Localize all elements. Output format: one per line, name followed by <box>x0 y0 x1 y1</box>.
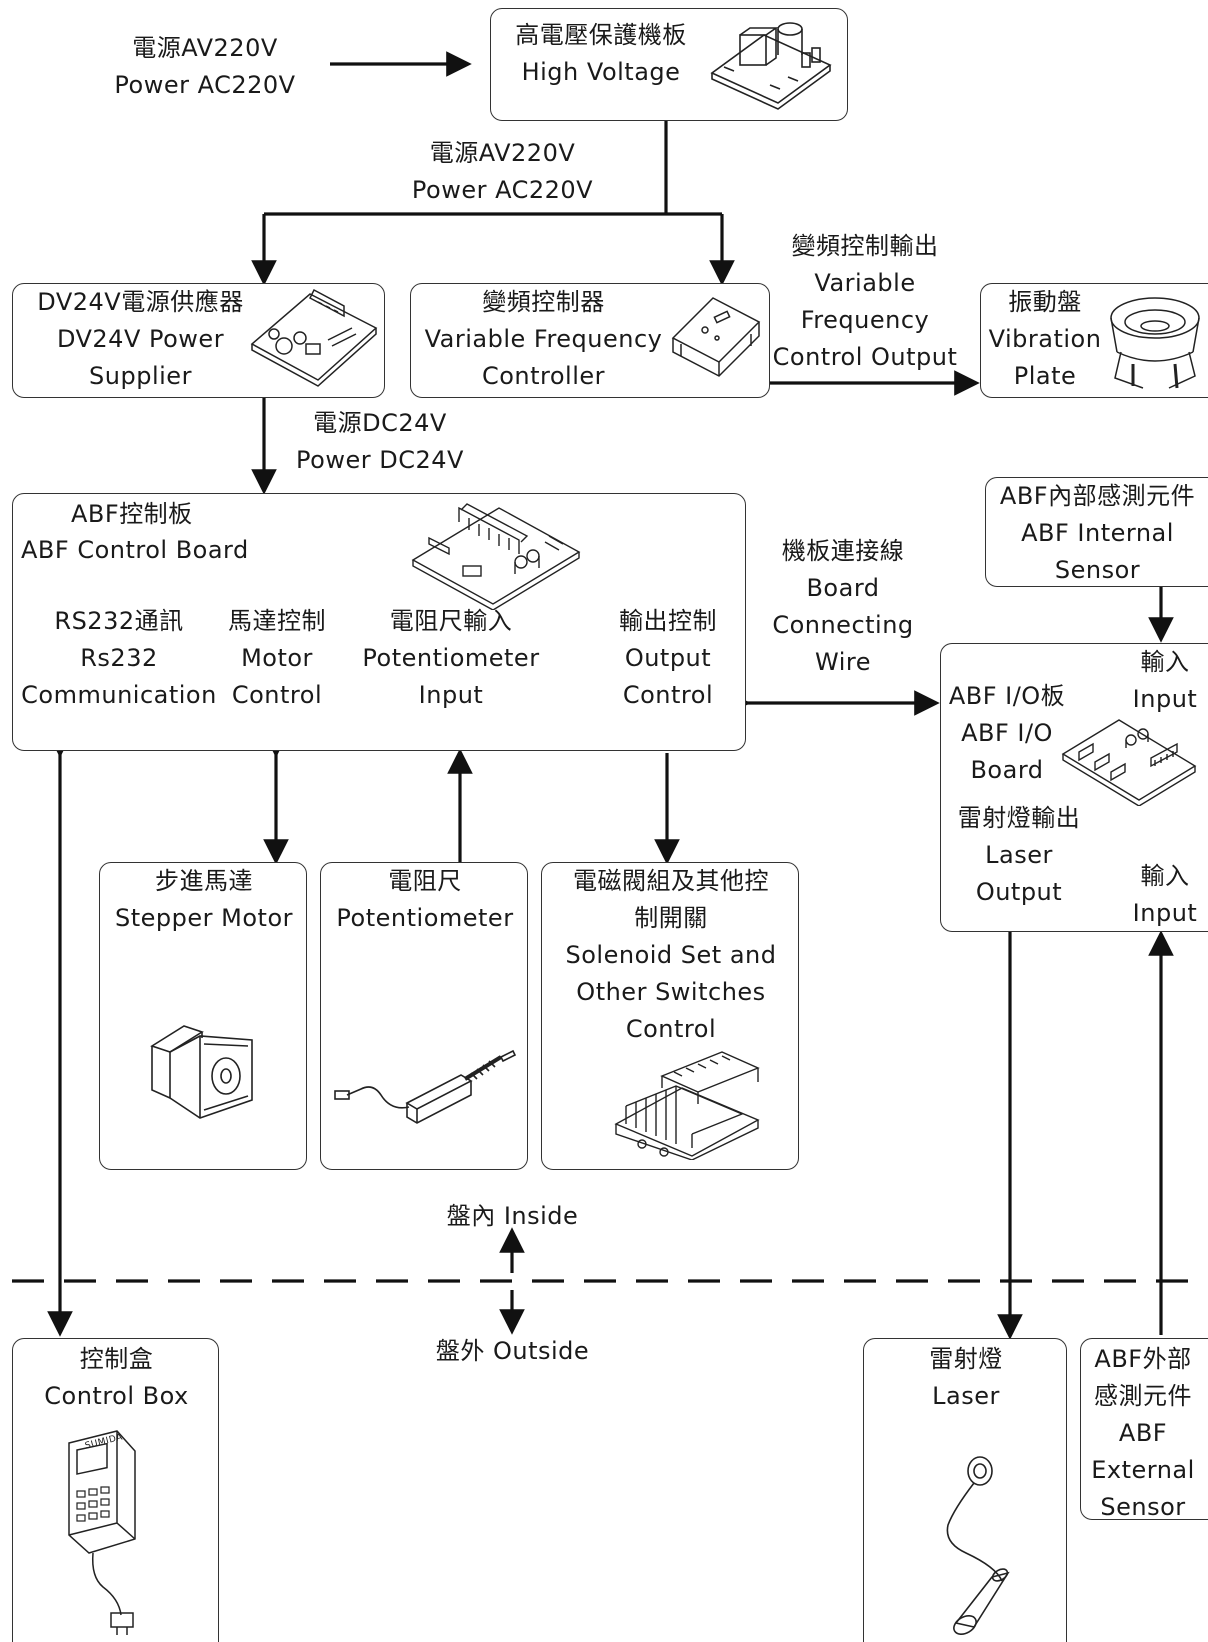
power-dc-link-label: 電源DC24V Power DC24V <box>296 409 464 474</box>
control-board-icon <box>411 503 581 610</box>
vibration-plate-title: 振動盤 Vibration Plate <box>988 288 1102 390</box>
vf-controller: 變頻控制器 Variable Frequency Controller <box>410 283 770 398</box>
control-board-title-en: ABF Control Board <box>21 536 249 564</box>
potentiometer-title: 電阻尺 Potentiometer <box>336 867 514 932</box>
vibration-plate: 振動盤 Vibration Plate <box>980 283 1208 398</box>
stepper-motor-icon <box>150 1025 253 1119</box>
laser-title: 雷射燈 Laser <box>929 1345 1003 1410</box>
external-sensor-title: ABF外部 感測元件 ABF External Sensor <box>1091 1345 1195 1521</box>
power-ac-link-label: 電源AV220V Power AC220V <box>411 139 594 204</box>
handheld-controller-icon <box>68 1430 136 1635</box>
dc-power-supplier: DV24V電源供應器 DV24V Power Supplier <box>12 283 385 398</box>
solenoid-title: 電磁閥組及其他控 制開關 Solenoid Set and Other Swit… <box>565 867 777 1043</box>
abf-external-sensor: ABF外部 感測元件 ABF External Sensor <box>1080 1338 1208 1521</box>
vf-output-label: 變頻控制輸出 Variable Frequency Control Output <box>772 232 958 371</box>
io-board-title: ABF I/O板 ABF I/O Board <box>948 682 1066 784</box>
section-rs232: RS232通訊 Rs232 Communication <box>21 607 217 709</box>
power-supply-icon <box>250 288 378 387</box>
control-box: 控制盒 Control Box SUMIDA <box>12 1338 219 1642</box>
control-board-title-zh: ABF控制板 <box>71 500 193 528</box>
controller-icon <box>671 297 761 377</box>
stepper-motor: 步進馬達 Stepper Motor <box>99 862 307 1170</box>
section-output-control: 輸出控制 Output Control <box>619 607 717 709</box>
abf-control-board: ABF控制板 ABF Control Board RS232通訊 Rs232 C… <box>12 493 746 751</box>
section-motor-control: 馬達控制 Motor Control <box>228 607 326 709</box>
vf-controller-title: 變頻控制器 Variable Frequency Controller <box>424 288 663 390</box>
stepper-title: 步進馬達 Stepper Motor <box>115 867 293 932</box>
io-board-icon <box>1061 719 1197 806</box>
abf-io-board: 輸入 Input ABF I/O板 ABF I/O Board 雷射燈輸出 La… <box>940 643 1208 932</box>
power-in-label: 電源AV220V Power AC220V <box>114 34 296 99</box>
outside-label: 盤外 Outside <box>435 1337 590 1365</box>
high-voltage-board: 高電壓保護機板 High Voltage <box>490 8 848 121</box>
io-laser-output: 雷射燈輸出 Laser Output <box>957 804 1081 906</box>
dc-supplier-title: DV24V電源供應器 DV24V Power Supplier <box>37 288 244 390</box>
circuit-board-icon <box>710 22 832 110</box>
laser-icon <box>946 1456 1010 1635</box>
section-potentiometer-input: 電阻尺輸入 Potentiometer Input <box>362 607 540 709</box>
io-input-bottom: 輸入 Input <box>1132 862 1198 927</box>
vibration-bowl-icon <box>1110 297 1200 389</box>
laser: 雷射燈 Laser <box>863 1338 1067 1642</box>
potentiometer: 電阻尺 Potentiometer <box>320 862 528 1170</box>
potentiometer-icon <box>334 1049 517 1124</box>
solenoid-valve-icon <box>614 1051 760 1160</box>
abf-internal-sensor: ABF內部感測元件 ABF Internal Sensor <box>985 477 1208 587</box>
io-input-top: 輸入 Input <box>1132 648 1198 713</box>
solenoid-set: 電磁閥組及其他控 制開關 Solenoid Set and Other Swit… <box>541 862 799 1170</box>
board-wire-label: 機板連接線 Board Connecting Wire <box>772 537 914 676</box>
high-voltage-title: 高電壓保護機板 High Voltage <box>515 21 687 86</box>
inside-label: 盤內 Inside <box>446 1202 579 1230</box>
control-box-title: 控制盒 Control Box <box>44 1345 189 1410</box>
internal-sensor-title: ABF內部感測元件 ABF Internal Sensor <box>999 482 1196 584</box>
